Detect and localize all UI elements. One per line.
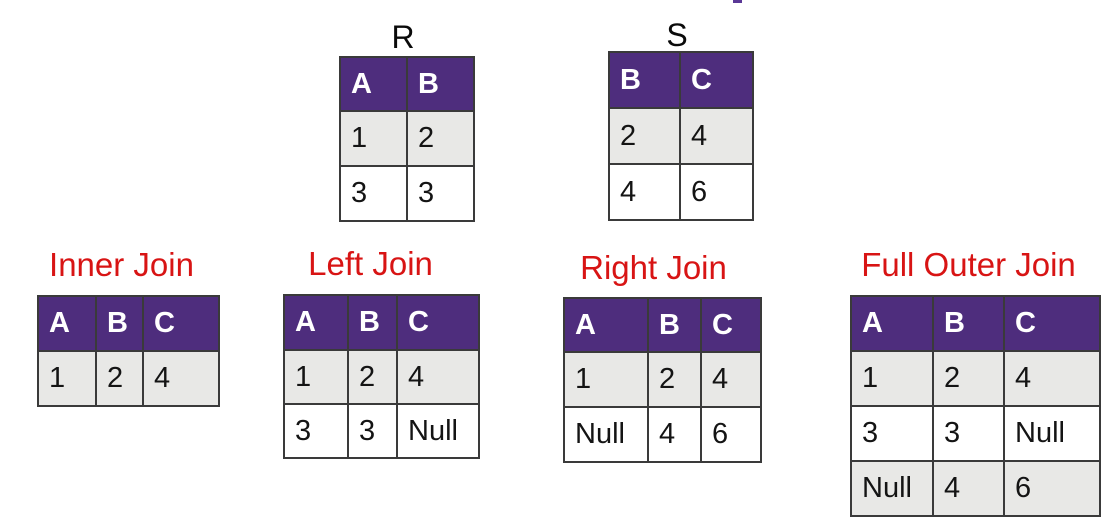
column-header: B: [95, 295, 144, 352]
column-header: C: [142, 295, 220, 352]
cell: 6: [700, 406, 762, 463]
source-table-s: B C 2 4 4 6: [608, 51, 754, 221]
table-row: Null 4 6: [563, 406, 762, 463]
cell: 2: [347, 349, 398, 405]
cell: 4: [142, 350, 220, 407]
column-header: B: [608, 51, 681, 109]
cell: 3: [347, 403, 398, 459]
cell: 2: [647, 351, 702, 408]
table-row: 3 3 Null: [850, 405, 1101, 462]
cell: 6: [679, 163, 754, 221]
cell: 4: [700, 351, 762, 408]
cell: 2: [406, 110, 475, 167]
column-header: A: [339, 56, 408, 112]
cell: 2: [932, 350, 1005, 407]
left-join-title: Left Join: [308, 245, 433, 282]
table-header-row: A B C: [850, 295, 1101, 352]
table-row: Null 4 6: [850, 460, 1101, 517]
table-header-row: A B C: [283, 294, 480, 351]
table-row: 1 2 4: [850, 350, 1101, 407]
cell: Null: [1003, 405, 1101, 462]
left-join-table: A B C 1 2 4 3 3 Null: [283, 294, 480, 459]
cell: 3: [850, 405, 934, 462]
cell: 3: [932, 405, 1005, 462]
cell: 6: [1003, 460, 1101, 517]
table-row: 3 3: [339, 165, 475, 222]
cell: 4: [396, 349, 480, 405]
cell: Null: [563, 406, 649, 463]
inner-join-table: A B C 1 2 4: [37, 295, 220, 407]
cell: 4: [608, 163, 681, 221]
table-row: 1 2 4: [563, 351, 762, 408]
table-row: 1 2 4: [283, 349, 480, 405]
table-header-row: B C: [608, 51, 754, 109]
table-header-row: A B: [339, 56, 475, 112]
column-header: A: [37, 295, 97, 352]
cropped-title-fragment: [733, 0, 742, 3]
inner-join-title: Inner Join: [49, 246, 194, 283]
cell: Null: [850, 460, 934, 517]
cell: 1: [37, 350, 97, 407]
column-header: C: [1003, 295, 1101, 352]
cell: 2: [95, 350, 144, 407]
table-row: 3 3 Null: [283, 403, 480, 459]
cell: 4: [647, 406, 702, 463]
right-join-table: A B C 1 2 4 Null 4 6: [563, 297, 762, 463]
cell: 2: [608, 107, 681, 165]
cell: 1: [283, 349, 349, 405]
column-header: B: [406, 56, 475, 112]
cell: 4: [1003, 350, 1101, 407]
column-header: A: [563, 297, 649, 353]
table-row: 2 4: [608, 107, 754, 165]
column-header: B: [932, 295, 1005, 352]
cell: 3: [339, 165, 408, 222]
column-header: C: [700, 297, 762, 353]
cell: 4: [932, 460, 1005, 517]
table-row: 4 6: [608, 163, 754, 221]
right-join-title: Right Join: [580, 249, 727, 286]
table-header-row: A B C: [563, 297, 762, 353]
full-outer-join-title: Full Outer Join: [861, 246, 1076, 283]
cell: 1: [339, 110, 408, 167]
source-table-r-title: R: [391, 19, 415, 55]
column-header: C: [396, 294, 480, 351]
column-header: C: [679, 51, 754, 109]
cell: 3: [283, 403, 349, 459]
table-row: 1 2 4: [37, 350, 220, 407]
full-outer-join-table: A B C 1 2 4 3 3 Null Null 4 6: [850, 295, 1101, 517]
cell: 4: [679, 107, 754, 165]
cell: Null: [396, 403, 480, 459]
column-header: B: [347, 294, 398, 351]
table-header-row: A B C: [37, 295, 220, 352]
column-header: A: [283, 294, 349, 351]
column-header: A: [850, 295, 934, 352]
source-table-s-title: S: [666, 17, 688, 53]
column-header: B: [647, 297, 702, 353]
cell: 3: [406, 165, 475, 222]
cell: 1: [563, 351, 649, 408]
source-table-r: A B 1 2 3 3: [339, 56, 475, 222]
table-row: 1 2: [339, 110, 475, 167]
cell: 1: [850, 350, 934, 407]
